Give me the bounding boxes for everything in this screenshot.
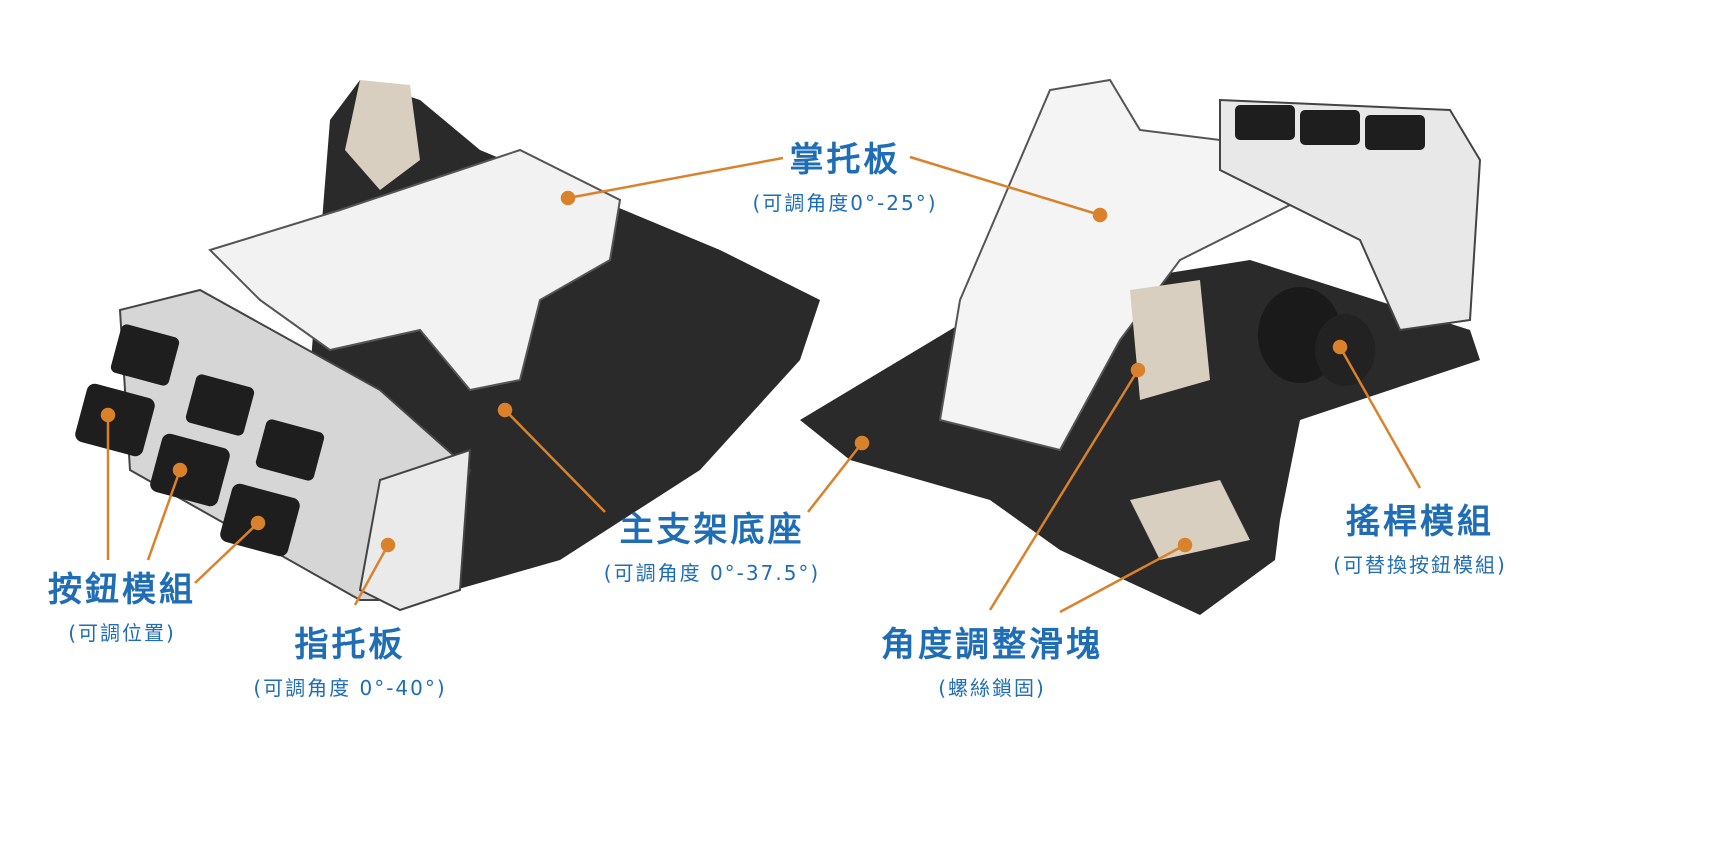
label-finger-rest: 指托板 (可調角度 0°-40°) — [253, 617, 446, 701]
label-palm-rest: 掌托板 (可調角度0°-25°) — [753, 132, 938, 216]
angle-slider-sub: (螺絲鎖固) — [938, 676, 1046, 700]
label-joystick-module: 搖桿模組 (可替換按鈕模組) — [1333, 494, 1507, 578]
label-angle-slider: 角度調整滑塊 (螺絲鎖固) — [881, 617, 1103, 701]
main-base-title: 主支架底座 — [619, 510, 805, 550]
left-device — [75, 80, 820, 612]
leader-lines — [100, 155, 1422, 614]
joystick-module-title: 搖桿模組 — [1345, 502, 1494, 542]
main-base-sub: (可調角度 0°-37.5°) — [603, 561, 821, 585]
left-finger-rest — [358, 448, 472, 612]
left-palm-rest — [208, 148, 622, 392]
palm-rest-title: 掌托板 — [789, 140, 901, 180]
angle-slider-title: 角度調整滑塊 — [881, 625, 1103, 665]
joystick-module-sub: (可替換按鈕模組) — [1333, 553, 1507, 577]
button-module-title: 按鈕模組 — [48, 570, 196, 610]
button-module-sub: (可調位置) — [68, 621, 176, 645]
label-button-module: 按鈕模組 (可調位置) — [48, 562, 196, 646]
finger-rest-sub: (可調角度 0°-40°) — [253, 676, 447, 700]
label-main-base: 主支架底座 (可調角度 0°-37.5°) — [604, 502, 820, 586]
right-device — [800, 78, 1482, 615]
palm-rest-sub: (可調角度0°-25°) — [752, 191, 938, 215]
finger-rest-title: 指托板 — [294, 625, 406, 665]
